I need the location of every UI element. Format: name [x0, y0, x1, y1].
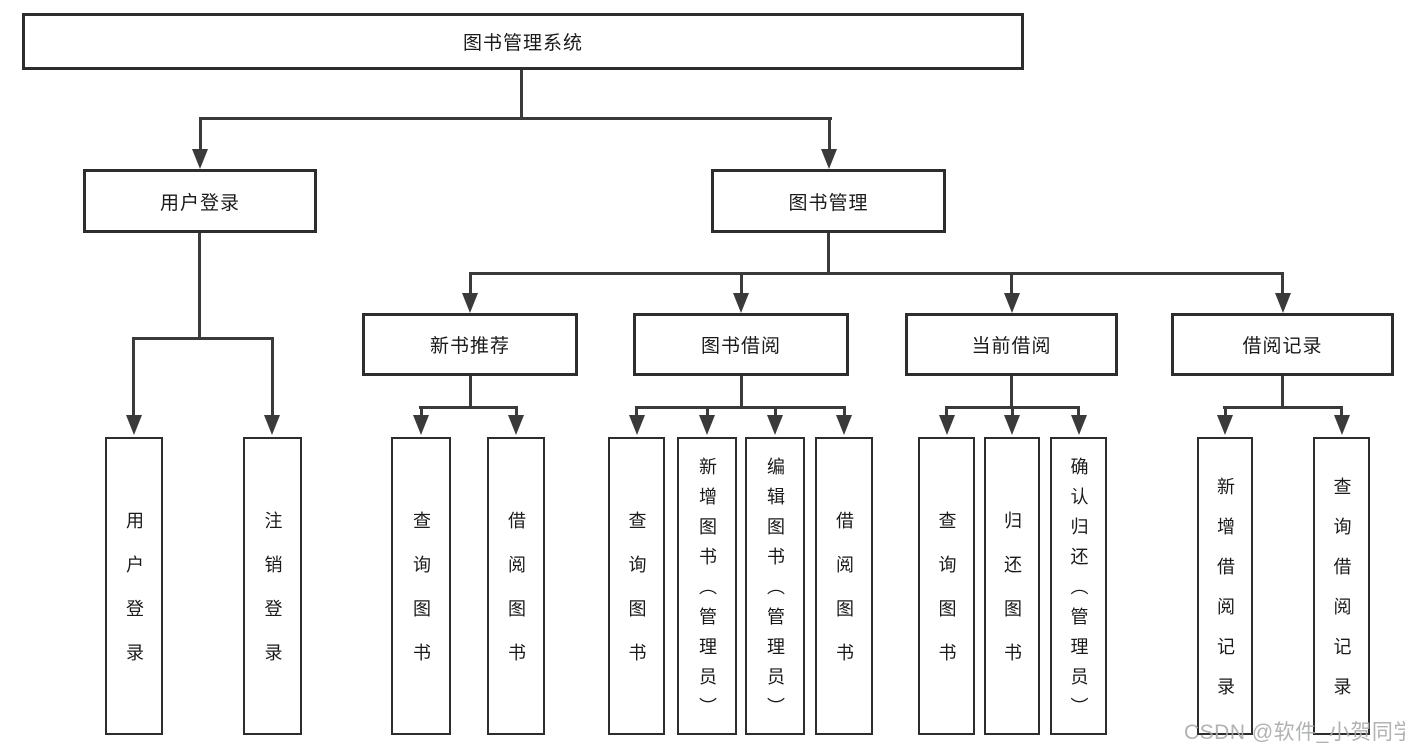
node-book-borrowing-label: 图书借阅: [700, 336, 781, 357]
connector-line: [132, 337, 135, 415]
connector-line: [419, 406, 518, 409]
node-borrow-books-recommend: 借阅图书: [487, 437, 545, 735]
connector-line: [1223, 406, 1343, 409]
node-edit-books-admin: 编辑图书（管理员）: [745, 437, 805, 735]
node-edit-books-admin-label: 编辑图书（管理员）: [765, 457, 785, 727]
arrow-down-icon: [264, 415, 280, 435]
connector-line: [198, 233, 201, 337]
node-add-borrow-record-label: 新增借阅记录: [1215, 477, 1235, 717]
node-query-books-recommend-label: 查询图书: [411, 511, 431, 687]
connector-line: [1010, 376, 1013, 406]
connector-line: [469, 272, 1281, 275]
arrow-down-icon: [413, 415, 429, 435]
connector-line: [945, 406, 948, 415]
connector-line: [271, 337, 274, 415]
connector-line: [843, 406, 846, 415]
connector-line: [1281, 376, 1284, 406]
node-add-borrow-record: 新增借阅记录: [1197, 437, 1253, 735]
arrow-down-icon: [126, 415, 142, 435]
node-current-borrowing-label: 当前借阅: [971, 336, 1052, 357]
connector-line: [515, 406, 518, 415]
connector-line: [469, 376, 472, 406]
node-logout-leaf: 注销登录: [243, 437, 302, 735]
connector-line: [706, 406, 709, 415]
node-logout-leaf-label: 注销登录: [262, 511, 283, 687]
node-new-book-recommend-label: 新书推荐: [429, 336, 510, 357]
arrow-down-icon: [462, 293, 478, 313]
node-query-books-borrowing-label: 查询图书: [626, 511, 647, 687]
connector-line: [740, 376, 743, 406]
node-add-books-admin-label: 新增图书（管理员）: [697, 457, 717, 727]
node-query-borrow-record: 查询借阅记录: [1313, 437, 1370, 735]
connector-line: [199, 117, 832, 120]
node-book-management-label: 图书管理: [788, 192, 869, 214]
arrow-down-icon: [939, 415, 955, 435]
connector-line: [1340, 406, 1343, 415]
node-add-books-admin: 新增图书（管理员）: [677, 437, 737, 735]
csdn-watermark: CSDN @软件_小贺同学: [1184, 721, 1405, 744]
arrow-down-icon: [1071, 415, 1087, 435]
connector-line: [1077, 406, 1080, 415]
connector-line: [199, 117, 202, 149]
arrow-down-icon: [1334, 415, 1350, 435]
node-library-system-label: 图书管理系统: [462, 33, 583, 54]
arrow-down-icon: [1004, 415, 1020, 435]
connector-line: [774, 406, 777, 415]
connector-line: [132, 337, 274, 340]
node-return-books-label: 归还图书: [1002, 511, 1022, 687]
node-confirm-return-admin-label: 确认归还（管理员）: [1068, 457, 1089, 727]
node-borrow-books-leaf: 借阅图书: [815, 437, 873, 735]
node-user-login: 用户登录: [83, 169, 317, 233]
connector-line: [1010, 272, 1013, 293]
arrow-down-icon: [1004, 293, 1020, 313]
arrow-down-icon: [629, 415, 645, 435]
node-borrowing-records-label: 借阅记录: [1242, 336, 1323, 357]
node-user-login-label: 用户登录: [159, 192, 240, 214]
connector-line: [828, 117, 831, 149]
connector-line: [740, 272, 743, 293]
node-book-borrowing: 图书借阅: [633, 313, 849, 376]
node-library-system: 图书管理系统: [22, 13, 1024, 70]
connector-line: [635, 406, 638, 415]
arrow-down-icon: [821, 149, 837, 169]
node-book-management: 图书管理: [711, 169, 946, 233]
connector-line: [635, 406, 846, 409]
connector-line: [520, 70, 523, 117]
connector-line: [1224, 406, 1227, 415]
node-confirm-return-admin: 确认归还（管理员）: [1050, 437, 1107, 735]
arrow-down-icon: [192, 149, 208, 169]
arrow-down-icon: [699, 415, 715, 435]
arrow-down-icon: [1217, 415, 1233, 435]
node-query-books-current-label: 查询图书: [936, 511, 957, 687]
connector-line: [469, 272, 472, 293]
arrow-down-icon: [733, 293, 749, 313]
node-borrow-books-leaf-label: 借阅图书: [834, 511, 854, 687]
arrow-down-icon: [1275, 293, 1291, 313]
node-user-login-leaf-label: 用户登录: [124, 511, 144, 687]
connector-line: [827, 233, 830, 272]
node-query-books-recommend: 查询图书: [391, 437, 451, 735]
node-borrow-books-recommend-label: 借阅图书: [506, 511, 526, 687]
connector-line: [420, 406, 423, 415]
node-user-login-leaf: 用户登录: [105, 437, 163, 735]
node-borrowing-records: 借阅记录: [1171, 313, 1394, 376]
node-query-books-current: 查询图书: [918, 437, 975, 735]
node-query-books-borrowing: 查询图书: [608, 437, 665, 735]
node-current-borrowing: 当前借阅: [905, 313, 1118, 376]
connector-line: [1011, 406, 1014, 415]
arrow-down-icon: [836, 415, 852, 435]
node-query-borrow-record-label: 查询借阅记录: [1331, 477, 1352, 717]
arrow-down-icon: [508, 415, 524, 435]
node-new-book-recommend: 新书推荐: [362, 313, 578, 376]
arrow-down-icon: [767, 415, 783, 435]
node-return-books: 归还图书: [984, 437, 1040, 735]
connector-line: [1281, 272, 1284, 293]
